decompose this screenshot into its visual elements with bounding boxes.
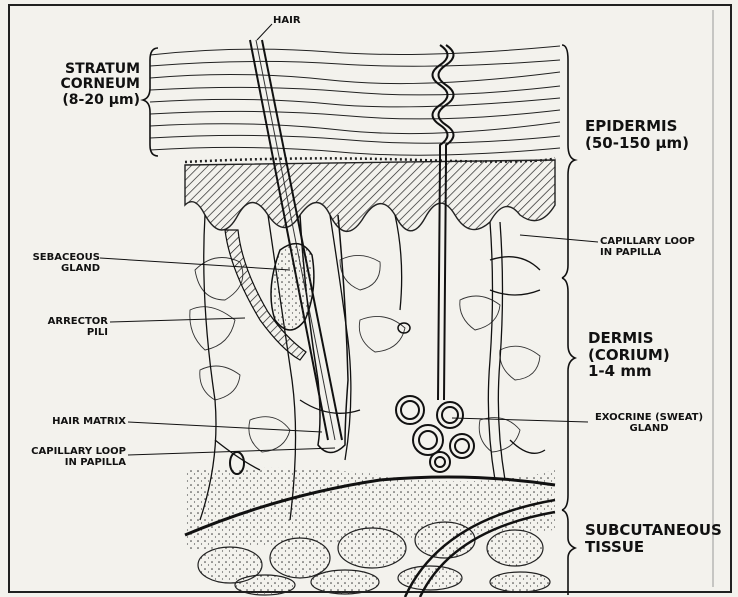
epidermis-hatched-layer: [185, 160, 555, 231]
hair-label: HAIR: [273, 15, 301, 26]
arrector-pili-label: ARRECTOR PILI: [25, 316, 108, 338]
sweat-gland-coil: [396, 396, 474, 472]
hair-matrix-label: HAIR MATRIX: [30, 416, 126, 427]
subcutaneous-label: SUBCUTANEOUS TISSUE: [585, 522, 722, 555]
layer-braces: [562, 45, 575, 595]
dermis-label: DERMIS (CORIUM) 1-4 mm: [588, 330, 670, 380]
hair-shaft: [250, 40, 328, 440]
sebaceous-gland: [271, 244, 314, 330]
capillary-loop-label-right: CAPILLARY LOOP IN PAPILLA: [600, 236, 695, 258]
epidermis-label: EPIDERMIS (50-150 μm): [585, 118, 689, 151]
stratum-corneum-layers: [150, 46, 560, 155]
exocrine-gland-label: EXOCRINE (SWEAT) GLAND: [585, 412, 713, 434]
stratum-corneum-label: STRATUM CORNEUM (8-20 μm): [40, 62, 140, 108]
capillary-loop-label-left: CAPILLARY LOOP IN PAPILLA: [16, 446, 126, 468]
sebaceous-gland-label: SEBACEOUS GLAND: [20, 252, 100, 274]
